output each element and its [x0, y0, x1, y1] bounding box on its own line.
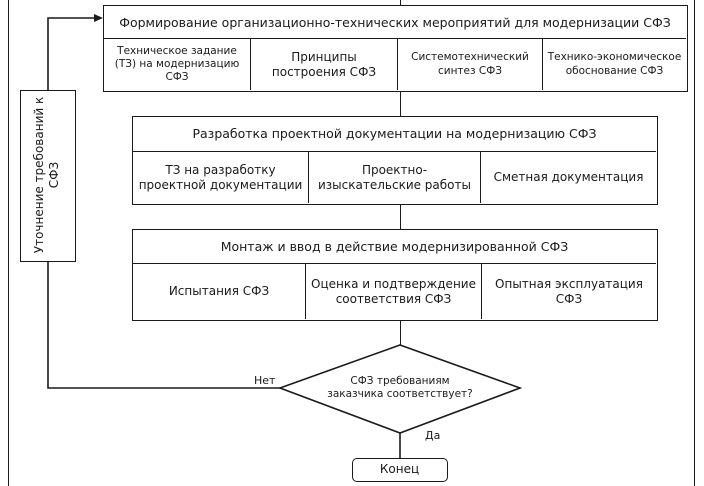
arrow-head-icon	[94, 14, 103, 22]
item-economic: Технико-экономическое обоснование СФЗ	[547, 51, 682, 77]
block-formation: Формирование организационно-технических …	[103, 5, 688, 92]
block-design-docs-title: Разработка проектной документации на мод…	[192, 126, 597, 142]
divider	[133, 151, 656, 152]
divider	[250, 39, 251, 90]
page-border-left	[8, 0, 9, 486]
divider	[308, 152, 309, 203]
divider	[542, 39, 543, 90]
divider	[133, 263, 656, 264]
end-terminal: Конец	[352, 458, 448, 482]
block-design-docs: Разработка проектной документации на мод…	[132, 116, 658, 205]
item-tz-modernization: Техническое задание (ТЗ) на модернизацию…	[114, 44, 240, 84]
feedback-box: Уточнение требований к СФЗ	[20, 90, 76, 262]
block-formation-title: Формирование организационно-технических …	[119, 14, 671, 30]
item-trial-operation: Опытная эксплуатация СФЗ	[495, 276, 643, 306]
no-branch-line	[47, 262, 280, 389]
connector-1-2	[400, 92, 401, 116]
feedback-line	[47, 17, 96, 90]
block-installation: Монтаж и ввод в действие модернизированн…	[132, 229, 658, 321]
item-principles: Принципы построения СФЗ	[271, 49, 377, 79]
block-installation-title: Монтаж и ввод в действие модернизированн…	[220, 238, 569, 254]
connector-2-3	[400, 205, 401, 229]
divider	[480, 152, 481, 203]
item-synthesis: Системотехнический синтез СФЗ	[411, 51, 529, 77]
item-tz-design: ТЗ на разработку проектной документации	[138, 162, 303, 192]
divider	[305, 264, 306, 319]
divider	[104, 38, 686, 39]
item-estimates: Сметная документация	[493, 170, 644, 184]
feedback-label: Уточнение требований к СФЗ	[32, 96, 61, 254]
no-label: Нет	[254, 374, 276, 387]
yes-label: Да	[425, 429, 441, 442]
connector-3-decision	[400, 321, 401, 345]
divider	[481, 264, 482, 319]
decision-text: СФЗ требованиям заказчика соответствует?	[327, 375, 473, 400]
item-testing: Испытания СФЗ	[168, 284, 270, 298]
item-conformity: Оценка и подтверждение соответствия СФЗ	[311, 276, 476, 306]
top-connector	[400, 0, 401, 6]
end-label: Конец	[379, 462, 420, 476]
divider	[397, 39, 398, 90]
page-border-right	[694, 0, 695, 486]
item-survey-works: Проектно-изыскательские работы	[318, 162, 471, 192]
